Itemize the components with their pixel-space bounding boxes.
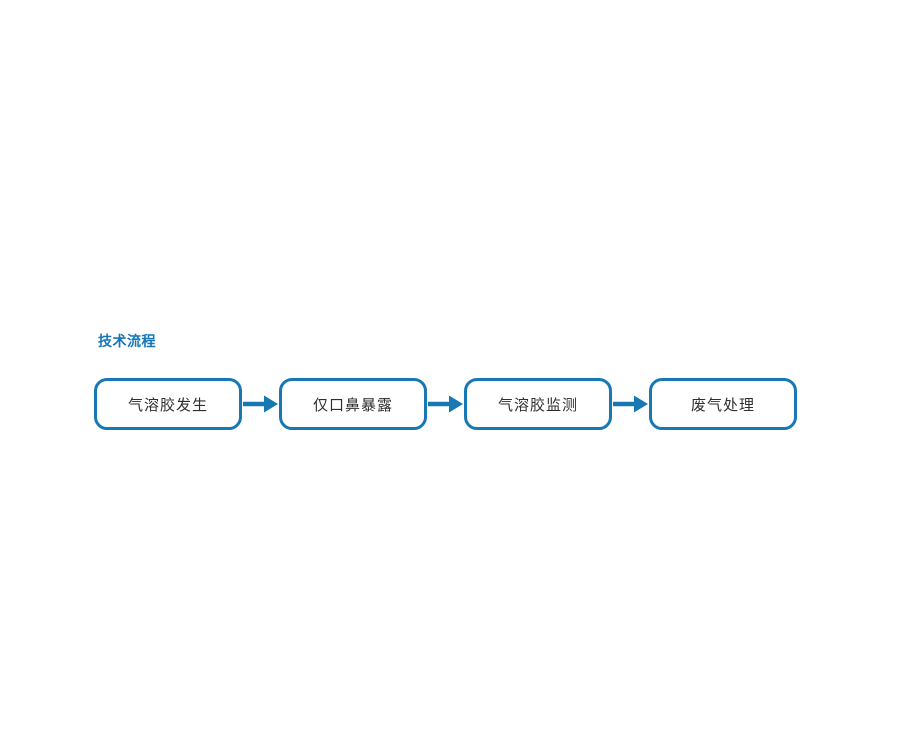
section-title: 技术流程 — [98, 333, 156, 349]
flow-step-waste-gas-treatment: 废气处理 — [649, 378, 797, 430]
flow-step-label: 仅口鼻暴露 — [312, 396, 393, 414]
flow-step-label: 废气处理 — [690, 396, 755, 414]
right-arrow-icon — [243, 395, 278, 413]
right-arrow-icon — [428, 395, 463, 413]
process-flow-diagram: 气溶胶发生 仅口鼻暴露 气溶胶监测 废气处理 — [94, 378, 797, 430]
flow-step-label: 气溶胶监测 — [497, 396, 578, 414]
flow-step-aerosol-generation: 气溶胶发生 — [94, 378, 242, 430]
right-arrow-icon — [613, 395, 648, 413]
flow-step-nose-only-exposure: 仅口鼻暴露 — [279, 378, 427, 430]
flow-step-label: 气溶胶发生 — [127, 396, 208, 414]
flow-step-aerosol-monitoring: 气溶胶监测 — [464, 378, 612, 430]
